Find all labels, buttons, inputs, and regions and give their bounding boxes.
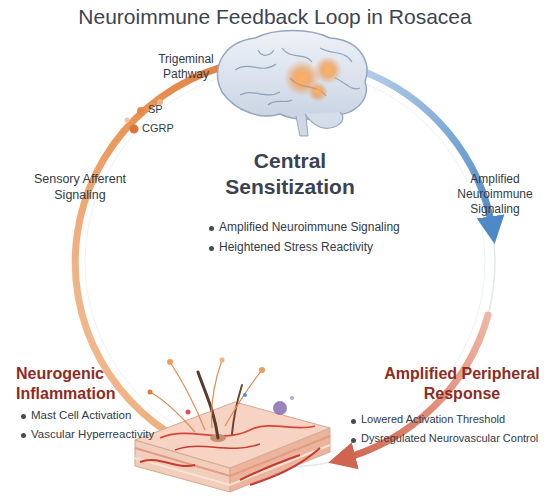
pathway-label: Amplified Neuroimmune Signaling — [450, 172, 540, 217]
bullet-dot — [351, 438, 356, 443]
skin-illustration — [135, 358, 330, 493]
bullet-item: Vascular Hyperreactivity — [20, 427, 154, 441]
bullet-dot — [21, 433, 26, 438]
bullet-dot — [351, 419, 356, 424]
bullet-dot — [209, 246, 214, 251]
bullet-item: Lowered Activation Threshold — [350, 413, 505, 427]
section-heading: Amplified Peripheral Response — [382, 364, 542, 404]
bullet-item: Dysregulated Neurovascular Control — [350, 432, 538, 446]
neuropeptide-label: SP — [148, 103, 163, 117]
pathway-label: Trigeminal Pathway — [143, 52, 229, 82]
center-heading: Central Sensitization — [205, 148, 375, 201]
neuropeptide-label: CGRP — [142, 122, 174, 136]
bullet-item: Heightened Stress Reactivity — [208, 240, 373, 255]
diagram-title: Neuroimmune Feedback Loop in Rosacea — [0, 5, 550, 29]
bullet-dot — [209, 226, 214, 231]
bullet-item: Mast Cell Activation — [20, 408, 131, 422]
bullet-dot — [21, 414, 26, 419]
pathway-label: Sensory Afferent Signaling — [28, 172, 132, 203]
loop-ring — [75, 57, 495, 467]
brain-illustration — [217, 31, 366, 137]
section-heading: Neurogenic Inflammation — [16, 364, 156, 404]
bullet-item: Amplified Neuroimmune Signaling — [208, 220, 400, 235]
